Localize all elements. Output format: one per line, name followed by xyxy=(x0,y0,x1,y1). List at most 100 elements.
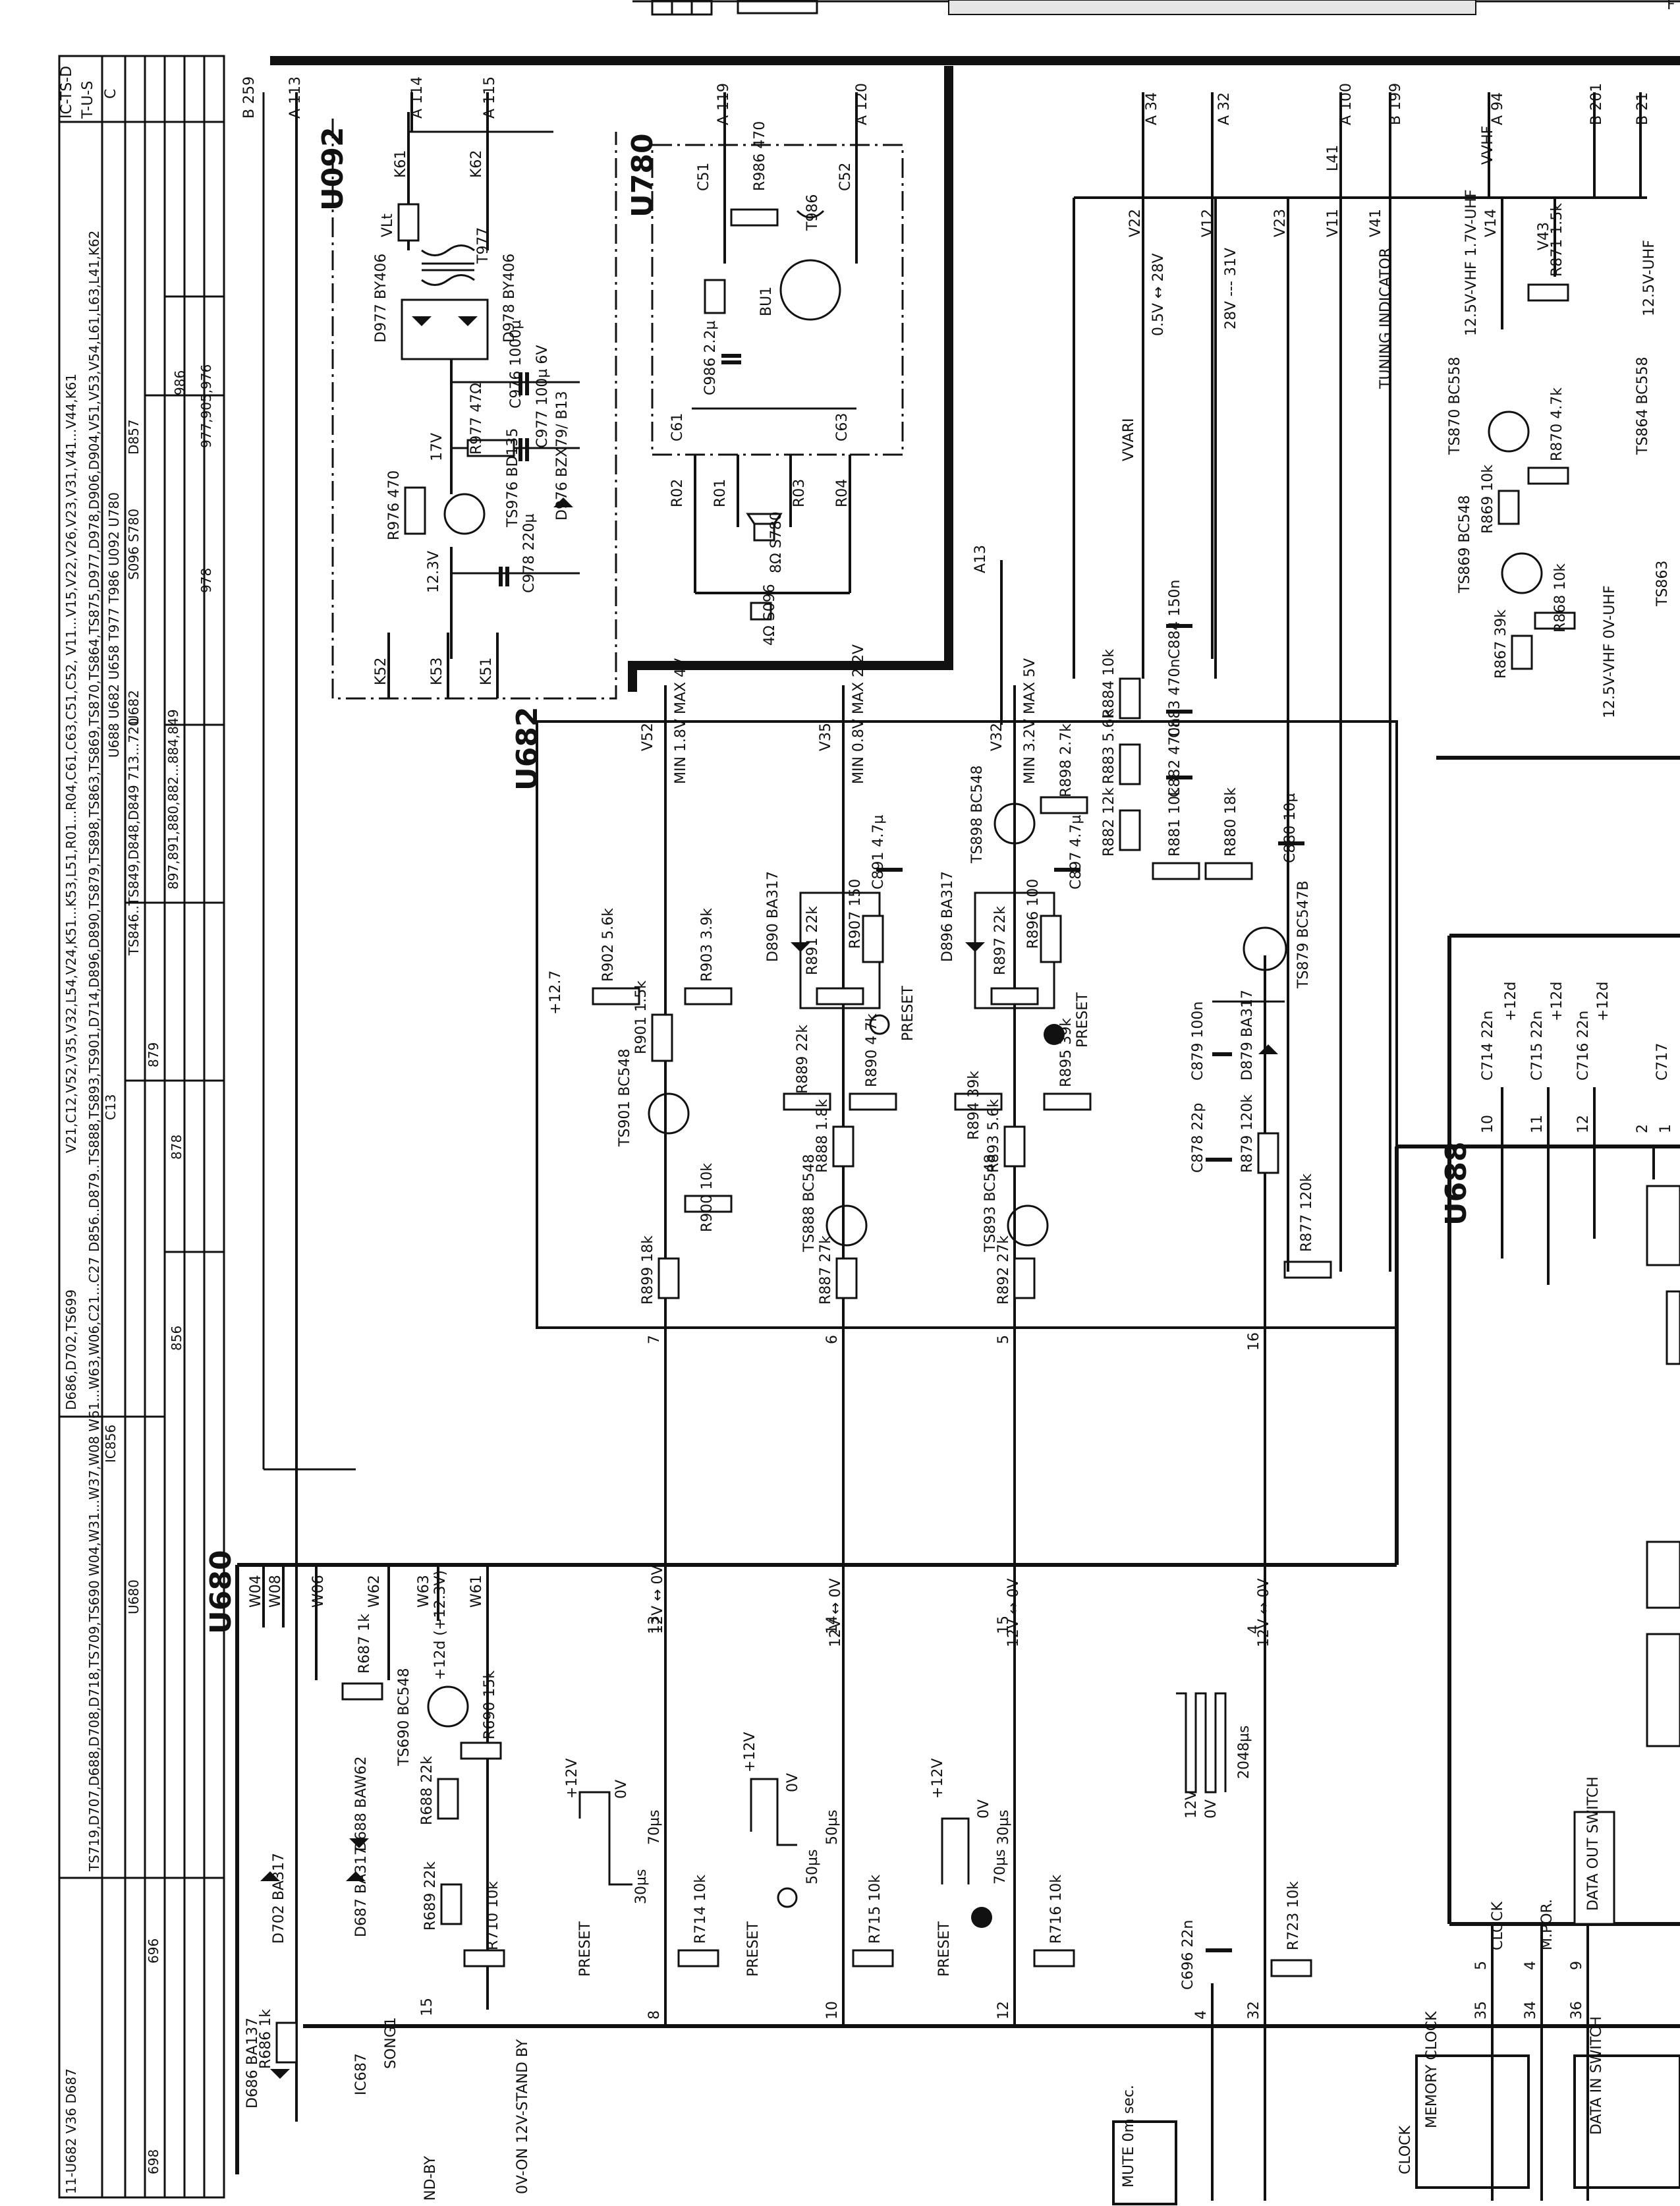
r901-label: R901 1.5k xyxy=(633,980,650,1054)
memory-clock-label: MEMORY CLOCK xyxy=(1424,2011,1440,2128)
wave1-70us: 70µs xyxy=(646,1810,663,1845)
wave2-12v: +12V xyxy=(742,1732,758,1772)
header-col-c13: C13 xyxy=(103,1094,119,1120)
wave2-50us-b: 50µs xyxy=(824,1810,841,1845)
header-col-878: 878 xyxy=(169,1135,184,1160)
conn-b199: B 199 xyxy=(1387,83,1404,125)
r879-label: R879 120k xyxy=(1239,1094,1256,1173)
header-code-3: C xyxy=(103,89,119,99)
bus-pin-12: 12 xyxy=(995,2001,1012,2020)
l41-label: L41 xyxy=(1325,145,1341,171)
header-col-696: 696 xyxy=(146,1938,161,1964)
r884-label: R884 10k xyxy=(1101,649,1117,718)
u688-pin-12: 12 xyxy=(1575,1115,1592,1133)
bus-12v-0v-2: 12V ↔ 0V xyxy=(827,1578,844,1647)
u780-block: U780 C51 R986 470 C52 T986 BU1 C986 2.2µ… xyxy=(626,66,1003,725)
r870-label: R870 4.7k xyxy=(1549,387,1565,461)
r907-label: R907 150 xyxy=(847,879,864,949)
c717-label: C717 xyxy=(1654,1043,1671,1081)
r986-label: R986 470 xyxy=(752,121,768,191)
u682-pin-6: 6 xyxy=(824,1335,841,1344)
c882-label: C882 470n xyxy=(1167,718,1183,797)
conn-b201: B 201 xyxy=(1588,83,1605,125)
sun-icon-2 xyxy=(777,1887,798,1908)
ts863-label: TS863 xyxy=(1654,561,1671,607)
v52-range: MIN 1.8V MAX 4V xyxy=(673,658,689,784)
r715-label: R715 10k xyxy=(867,1875,883,1944)
data-in-switch-label: DATA IN SWITCH xyxy=(1588,2016,1605,2135)
c715-label: C715 22n xyxy=(1529,1011,1546,1081)
r690-label: R690 15k xyxy=(482,1670,498,1739)
bus-pin-15: 15 xyxy=(419,1998,435,2016)
header-side-6: 977,905,976 xyxy=(198,364,214,448)
bus-pin-35: 35 xyxy=(1473,2001,1490,2020)
v41-label: V41 xyxy=(1368,209,1384,237)
conn-a119: A 119 xyxy=(715,83,732,125)
r710-label: R710 10k xyxy=(485,1881,501,1950)
preset-label-3: PRESET xyxy=(577,1921,594,1977)
k62-label: K62 xyxy=(468,150,485,178)
v127-label: +12.7 xyxy=(547,971,564,1015)
r899-label: R899 18k xyxy=(640,1235,656,1305)
wave3-30us: 30µs xyxy=(995,1810,1012,1845)
range-28-31: 28V --- 31V xyxy=(1223,248,1239,329)
preset-label-4: PRESET xyxy=(745,1921,762,1977)
clock-label-2: CLOCK xyxy=(1397,2125,1414,2174)
r902-label: R902 5.6k xyxy=(600,908,617,982)
ic687-label: IC687 xyxy=(353,2053,370,2095)
ts976-label: TS976 BD135 xyxy=(505,428,521,528)
c716-label: C716 22n xyxy=(1575,1011,1592,1081)
a13-label: A13 xyxy=(972,545,989,573)
u688-pin-10: 10 xyxy=(1480,1115,1496,1133)
r893-label: R893 5.6k xyxy=(986,1099,1002,1173)
r871-label: R871 1.5k xyxy=(1549,203,1565,277)
wave4-2048us: 2048µs xyxy=(1236,1726,1252,1779)
d978-label: D978 BY406 xyxy=(501,254,518,343)
r888-label: R888 1.8k xyxy=(814,1099,831,1173)
wave2-0v: 0V xyxy=(785,1773,801,1792)
header-row-2: D856..D879..TS888,TS893,TS901,D714,D896,… xyxy=(86,231,102,1252)
p12d-label-3: +12d xyxy=(1595,982,1611,1021)
header-col-986: 986 xyxy=(172,370,188,395)
conn-a100: A 100 xyxy=(1338,83,1355,125)
header-col-u680: U680 xyxy=(126,1579,142,1614)
r880-label: R880 18k xyxy=(1223,787,1239,857)
conn-a115: A 115 xyxy=(482,76,498,119)
c986-label: C986 2.2µ xyxy=(702,321,719,395)
bu1-label: BU1 xyxy=(758,287,775,316)
wave3-70us: 70µs xyxy=(992,1850,1009,1884)
r02-label: R02 xyxy=(669,479,686,507)
u688-pin-2: 2 xyxy=(1635,1124,1651,1133)
header-code-2: T-U-S xyxy=(80,81,96,119)
v14-label: V14 xyxy=(1483,209,1499,237)
ts888-label: TS888 BC548 xyxy=(801,1154,818,1253)
u680-pin-14: 14 xyxy=(824,1616,841,1634)
c883-label: C883 470n xyxy=(1167,659,1183,738)
c714-label: C714 22n xyxy=(1480,1011,1496,1081)
r01-label: R01 xyxy=(712,479,729,507)
top-right-mark: F xyxy=(1667,0,1675,13)
u682-pin-5: 5 xyxy=(995,1335,1012,1344)
song1-label: SONG1 xyxy=(383,2017,399,2069)
v32-range: MIN 3.2V MAX 5V xyxy=(1022,658,1038,784)
range-0-28: 0.5V ↔ 28V xyxy=(1150,253,1167,336)
tuner-section: V22 V12 V23 V11 V41 L41 0.5V ↔ 28V 28V -… xyxy=(1073,126,1680,1272)
ts893-label: TS893 BC548 xyxy=(982,1154,999,1253)
ts879-label: TS879 BC547B xyxy=(1295,880,1312,989)
u688-label: U688 xyxy=(1440,1141,1473,1226)
v17-label: 17V xyxy=(429,433,445,461)
r882-label: R882 12k xyxy=(1101,787,1117,857)
vvhf-label: VVHF xyxy=(1480,126,1496,165)
c976-label: C976 1000µ xyxy=(508,320,524,409)
d879-label: D879 BA317 xyxy=(1239,990,1256,1081)
v35-label: V35 xyxy=(818,723,834,751)
bus-12v-0v-1: 12V ↔ 0V xyxy=(650,1565,666,1634)
r03-label: R03 xyxy=(791,479,808,507)
header-col-ic856: IC856 xyxy=(103,1425,119,1463)
wave1-12v: +12V xyxy=(564,1759,580,1799)
mute-label: MUTE 0m sec. xyxy=(1121,2085,1137,2188)
k53-label: K53 xyxy=(429,658,445,685)
d977-label: D977 BY406 xyxy=(373,254,389,343)
u682-pin-16: 16 xyxy=(1246,1332,1262,1351)
